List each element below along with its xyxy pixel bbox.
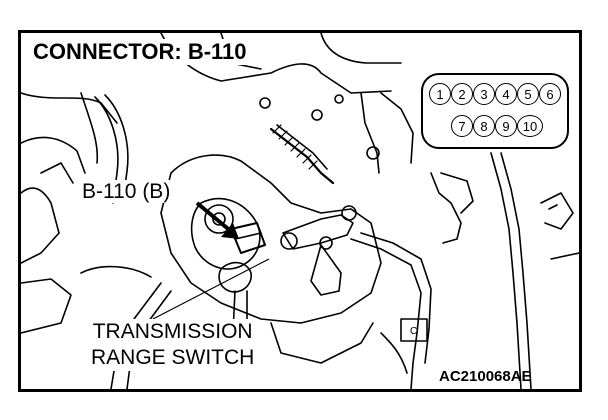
pointer-arrow <box>195 201 239 239</box>
diagram-frame: 1 2 3 4 5 6 7 8 9 10 CONNECTOR: B-110 B-… <box>18 30 582 392</box>
switch-callout: TRANSMISSION RANGE SWITCH <box>87 319 259 371</box>
connector-callout: B-110 (B) <box>79 180 174 203</box>
connector-pin: 4 <box>495 83 517 105</box>
component-marker: C <box>410 326 418 337</box>
connector-pin: 2 <box>451 83 473 105</box>
connector-pin: 7 <box>451 115 473 137</box>
connector-pin: 10 <box>517 115 543 137</box>
connector-face: 1 2 3 4 5 6 7 8 9 10 <box>421 73 569 149</box>
engine-bay-illustration <box>21 33 579 389</box>
connector-pin: 5 <box>517 83 539 105</box>
connector-pin: 6 <box>539 83 561 105</box>
connector-pin: 9 <box>495 115 517 137</box>
switch-callout-line1: TRANSMISSION <box>92 320 253 343</box>
leader-line <box>152 258 270 320</box>
diagram-title: CONNECTOR: B-110 <box>29 39 251 65</box>
connector-pin: 3 <box>473 83 495 105</box>
connector-pin: 8 <box>473 115 495 137</box>
figure-code: AC210068AE <box>439 368 532 385</box>
connector-pin: 1 <box>429 83 451 105</box>
switch-callout-line2: RANGE SWITCH <box>91 346 255 369</box>
